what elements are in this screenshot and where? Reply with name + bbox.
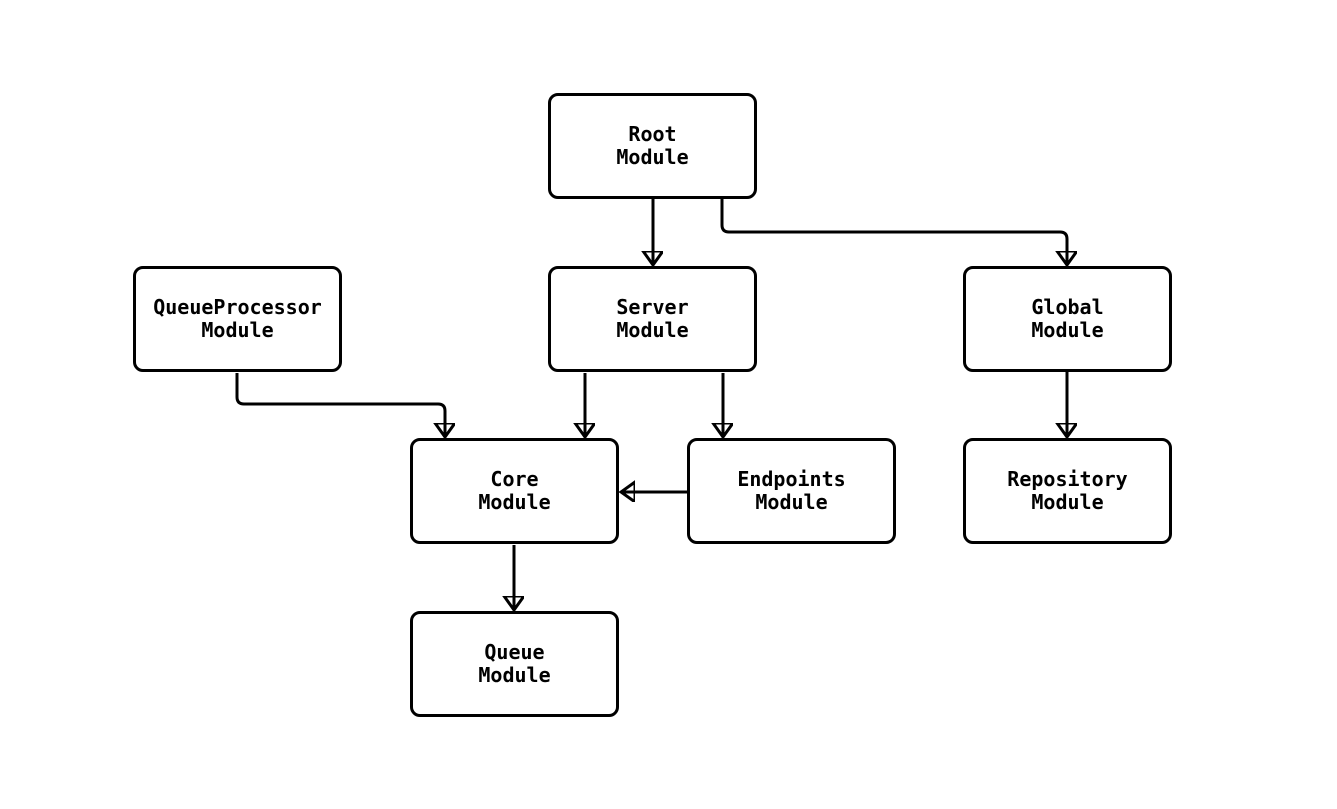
node-label: Server Module (616, 295, 689, 342)
edge-root-global (720, 198, 1067, 265)
node-core-module: Core Module (410, 438, 619, 544)
node-queueprocessor-module: QueueProcessor Module (133, 266, 342, 372)
edge-queueprocessor-core (235, 373, 445, 437)
node-label: Repository Module (1007, 467, 1128, 514)
node-label: QueueProcessor Module (153, 295, 322, 342)
node-label: Endpoints Module (737, 467, 846, 514)
node-server-module: Server Module (548, 266, 757, 372)
node-label: Core Module (478, 467, 551, 514)
node-root-module: Root Module (548, 93, 757, 199)
node-global-module: Global Module (963, 266, 1172, 372)
node-queue-module: Queue Module (410, 611, 619, 717)
node-label: Root Module (616, 122, 689, 169)
node-endpoints-module: Endpoints Module (687, 438, 896, 544)
node-label: Queue Module (478, 640, 551, 687)
node-repository-module: Repository Module (963, 438, 1172, 544)
node-label: Global Module (1031, 295, 1104, 342)
